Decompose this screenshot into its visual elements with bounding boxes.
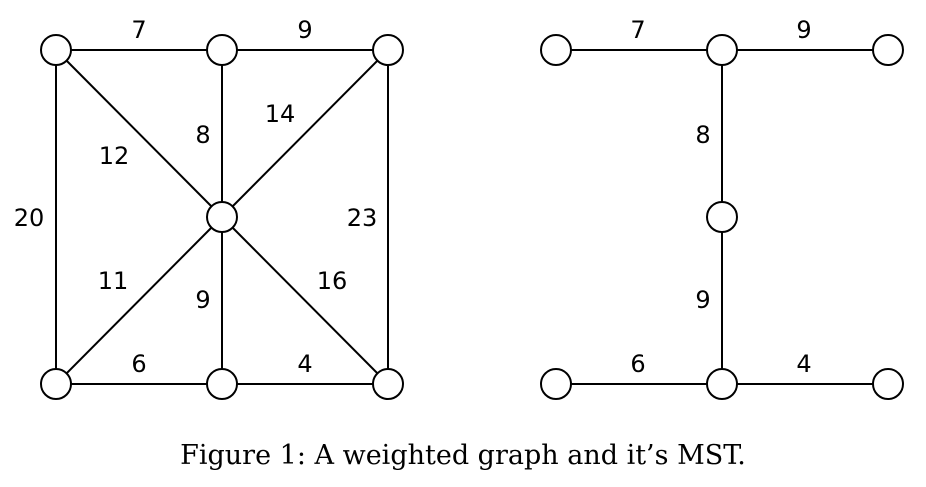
mst-node-right-top: [872, 34, 904, 66]
graph-weight-label: 14: [265, 100, 296, 128]
graph-weight-label: 11: [98, 267, 129, 295]
graph-node-bottom-left: [40, 368, 72, 400]
graph-weight-label: 4: [297, 350, 312, 378]
graph-weight-label: 9: [297, 16, 312, 44]
mst-node-hub-top: [706, 34, 738, 66]
graph-edge-bottom-left-center: [55, 216, 223, 385]
mst-weight-label: 6: [630, 350, 645, 378]
mst-weight-label: 8: [695, 121, 710, 149]
graph-weight-label: 20: [14, 204, 45, 232]
graph-weight-label: 23: [347, 204, 378, 232]
graph-edge-top-left-center: [55, 49, 223, 218]
graph-weight-label: 8: [195, 121, 210, 149]
graph-edge-top-right-center: [221, 49, 389, 218]
graph-weight-label: 7: [131, 16, 146, 44]
graph-node-top-left: [40, 34, 72, 66]
graph-node-bottom-right: [372, 368, 404, 400]
mst-node-right-bottom: [872, 368, 904, 400]
mst-weight-label: 9: [796, 16, 811, 44]
graph-node-center: [206, 201, 238, 233]
mst-weight-label: 4: [796, 350, 811, 378]
graph-node-top-right: [372, 34, 404, 66]
graph-weight-label: 12: [99, 142, 130, 170]
graph-weight-label: 16: [317, 267, 348, 295]
mst-graph: 7 9 8 9 6 4: [540, 16, 904, 400]
graph-edge-bottom-right-center: [221, 216, 389, 385]
graph-weight-label: 9: [195, 286, 210, 314]
mst-node-left-top: [540, 34, 572, 66]
weighted-graph: 7 9 20 12 8 14 23 11 9 16 6 4: [14, 16, 404, 400]
mst-weight-label: 9: [695, 286, 710, 314]
mst-node-hub-bottom: [706, 368, 738, 400]
mst-node-left-bottom: [540, 368, 572, 400]
figure-caption: Figure 1: A weighted graph and it’s MST.: [180, 440, 746, 471]
mst-node-middle: [706, 201, 738, 233]
graph-weight-label: 6: [131, 350, 146, 378]
mst-weight-label: 7: [630, 16, 645, 44]
graph-node-bottom-mid: [206, 368, 238, 400]
graph-node-top-mid: [206, 34, 238, 66]
